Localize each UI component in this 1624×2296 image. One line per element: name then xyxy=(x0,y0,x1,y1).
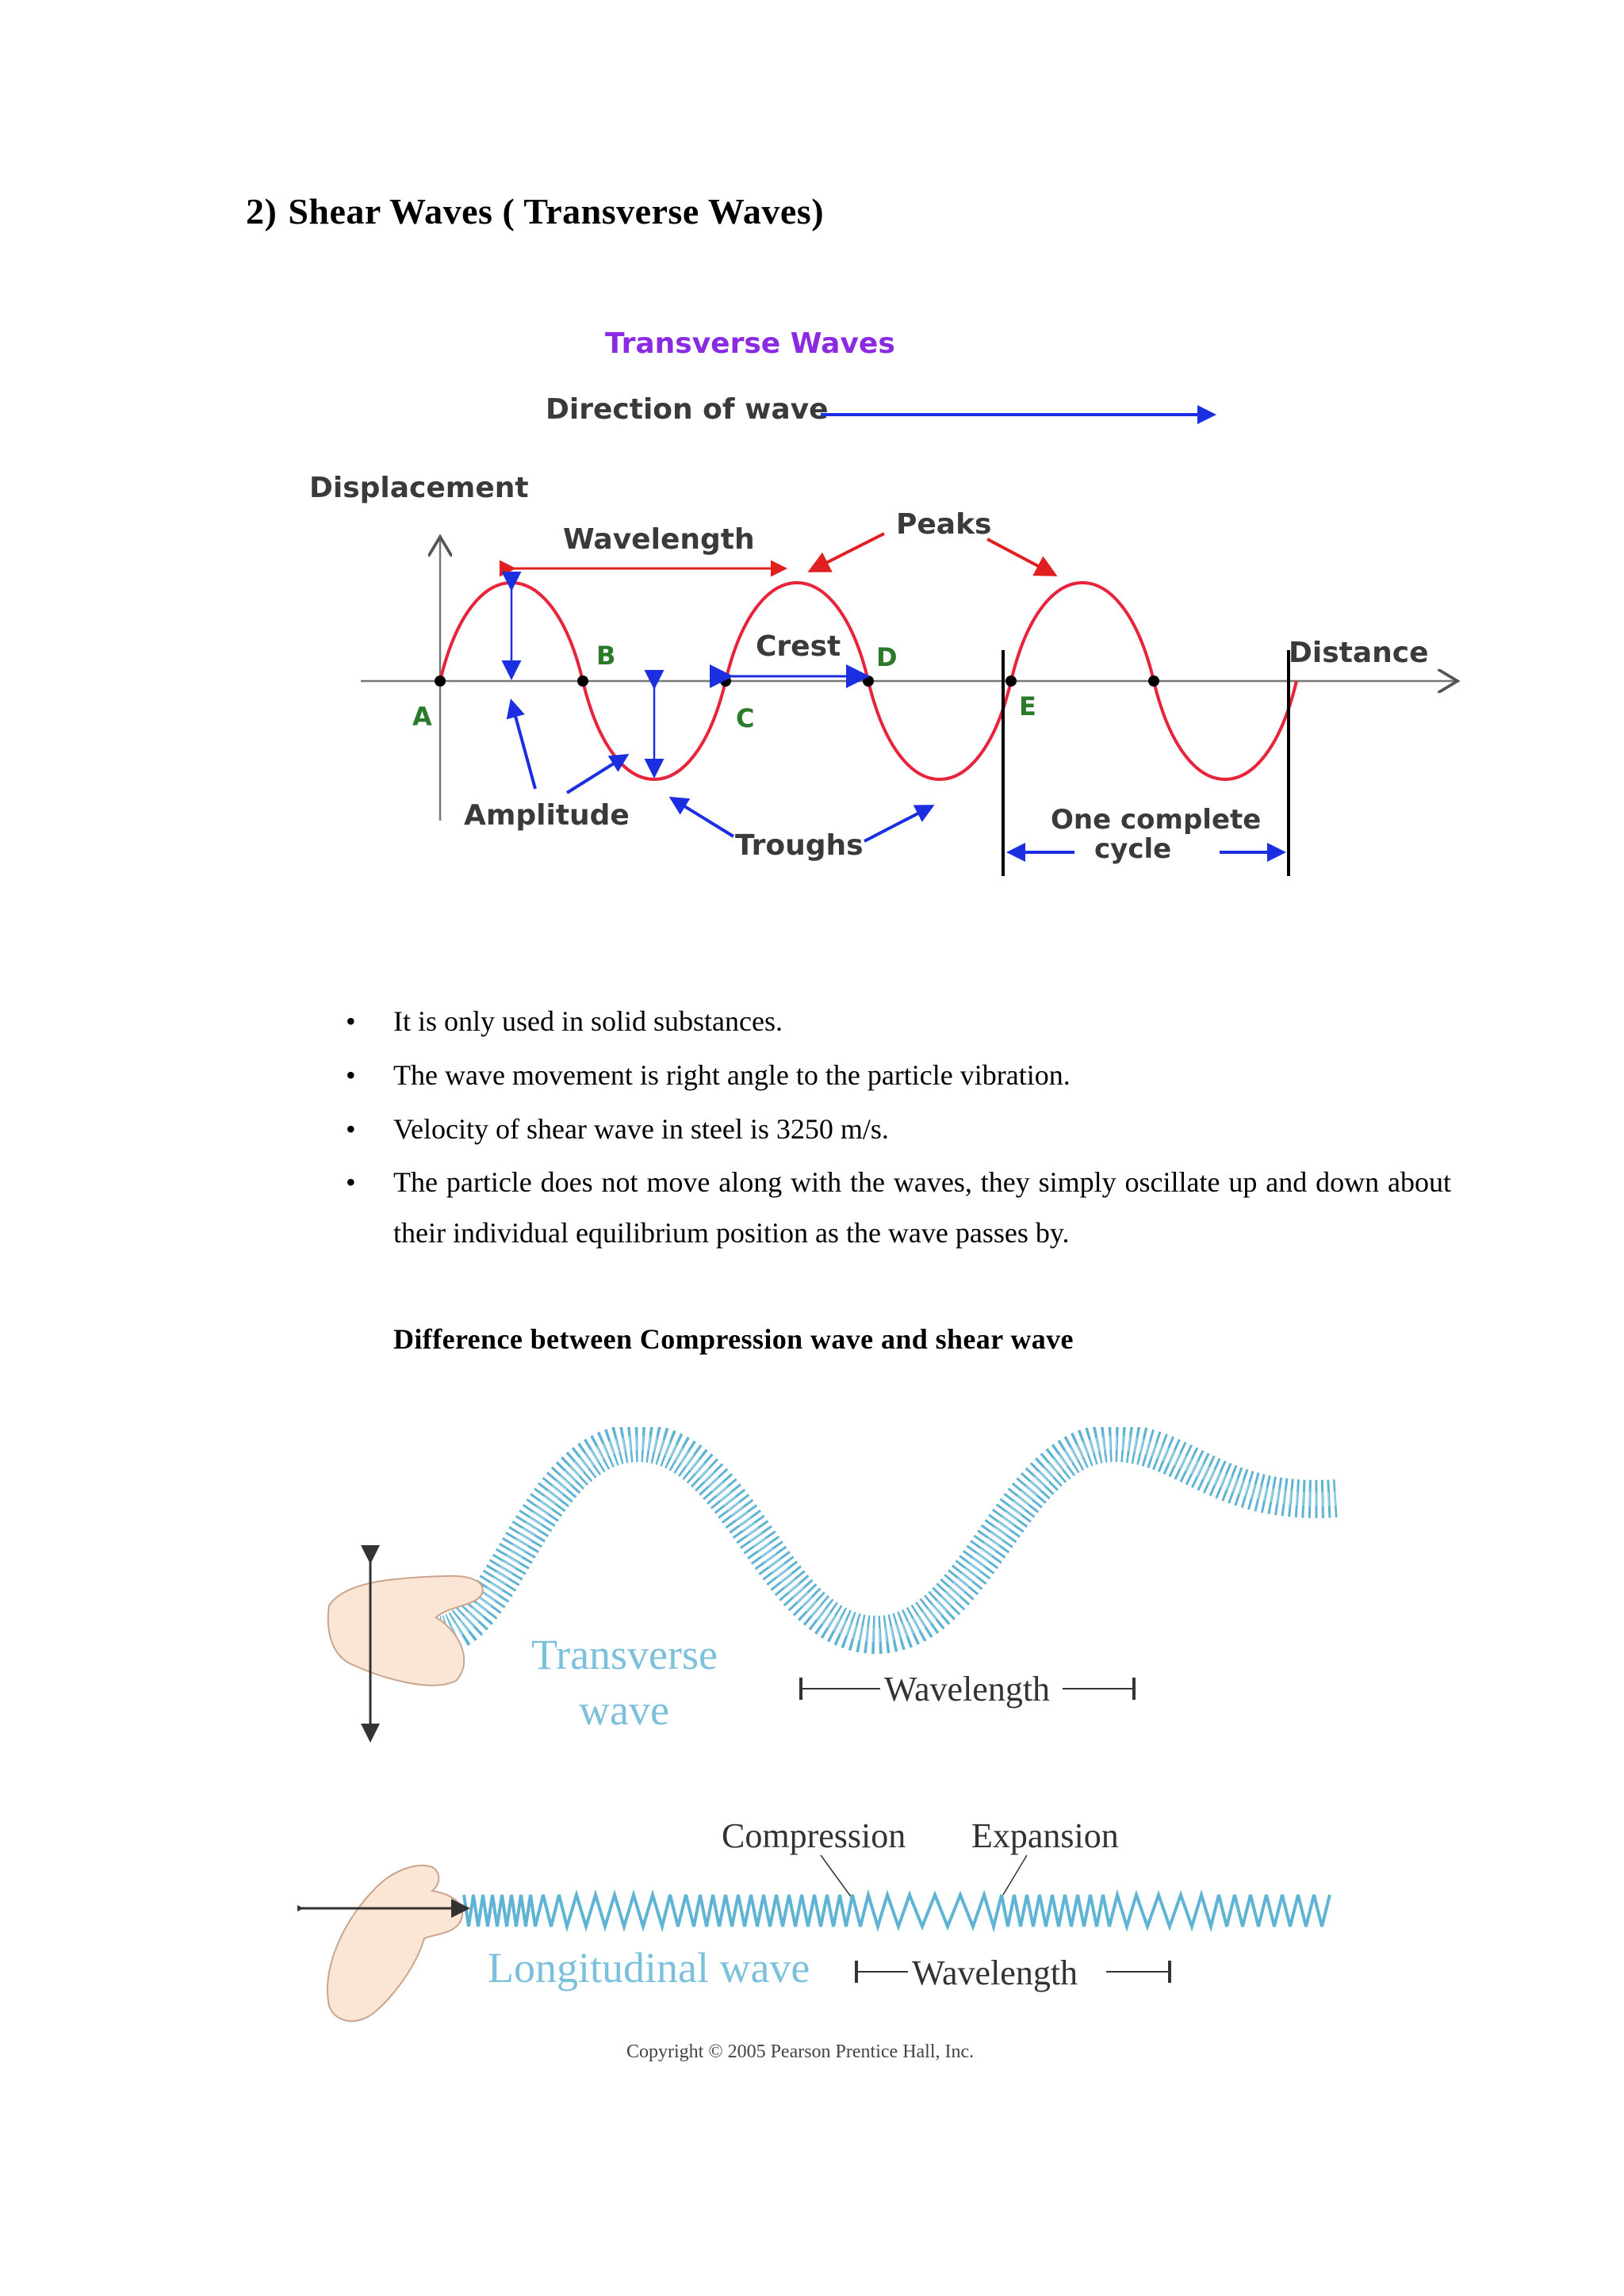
transverse-wave-diagram: Transverse Waves Direction of wave Displ… xyxy=(309,327,1483,876)
point-d-label: D xyxy=(876,642,898,672)
list-item: •The particle does not move along with t… xyxy=(346,1166,1451,1249)
x-axis-label: Distance xyxy=(1289,637,1429,669)
trough-arrow-2 xyxy=(864,805,935,843)
point-a-label: A xyxy=(412,702,432,732)
amplitude-label: Amplitude xyxy=(464,799,630,832)
amplitude-pointer-1 xyxy=(506,698,537,790)
bullet-list: •It is only used in solid substances. •T… xyxy=(341,995,1451,1260)
trough-arrow-1 xyxy=(668,796,735,838)
wavelength-label-bottom: Wavelength xyxy=(912,1954,1078,1992)
peak-arrow-1 xyxy=(807,532,885,572)
spring-wave-comparison-diagram: Transverse wave Wavelength Compression E… xyxy=(297,1427,1338,2062)
section-heading: 2)Shear Waves ( Transverse Waves) xyxy=(246,190,824,232)
longitudinal-spring xyxy=(462,1888,1331,1933)
amplitude-pointer-2 xyxy=(565,753,630,794)
comparison-subheading: Difference between Compression wave and … xyxy=(393,1323,1074,1355)
peak-arrow-2 xyxy=(986,538,1058,576)
wavelength-label-top: Wavelength xyxy=(884,1670,1050,1709)
direction-label: Direction of wave xyxy=(546,393,829,426)
peaks-label: Peaks xyxy=(896,508,991,541)
crest-label: Crest xyxy=(756,630,841,663)
point-f-dot xyxy=(1148,675,1159,687)
compression-label: Compression xyxy=(722,1816,906,1855)
y-axis-label: Displacement xyxy=(309,472,529,504)
transverse-label-line2: wave xyxy=(579,1686,669,1734)
list-item: •It is only used in solid substances. xyxy=(346,1005,783,1037)
copyright-text: Copyright © 2005 Pearson Prentice Hall, … xyxy=(626,2042,974,2062)
point-a-dot xyxy=(435,675,446,687)
point-e-dot xyxy=(1005,675,1017,687)
point-b-dot xyxy=(577,675,588,687)
section-number: 2) xyxy=(246,191,278,232)
section-title: Shear Waves ( Transverse Waves) xyxy=(288,191,825,232)
compression-pointer xyxy=(820,1854,853,1900)
point-c-label: C xyxy=(736,703,754,733)
point-b-label: B xyxy=(596,641,615,671)
figure1-title: Transverse Waves xyxy=(605,327,895,360)
list-item: •The wave movement is right angle to the… xyxy=(346,1059,1071,1091)
list-item: •Velocity of shear wave in steel is 3250… xyxy=(346,1113,889,1145)
pinching-hand-icon xyxy=(327,1864,464,2022)
cycle-label-line2: cycle xyxy=(1094,833,1171,865)
longitudinal-label: Longitudinal wave xyxy=(488,1944,810,1992)
troughs-label: Troughs xyxy=(735,829,864,862)
cycle-label-line1: One complete xyxy=(1051,804,1261,836)
point-e-label: E xyxy=(1019,691,1036,721)
expansion-pointer xyxy=(1002,1854,1028,1896)
wavelength-label: Wavelength xyxy=(563,523,755,556)
expansion-label: Expansion xyxy=(971,1816,1119,1855)
transverse-label-line1: Transverse xyxy=(531,1631,718,1678)
